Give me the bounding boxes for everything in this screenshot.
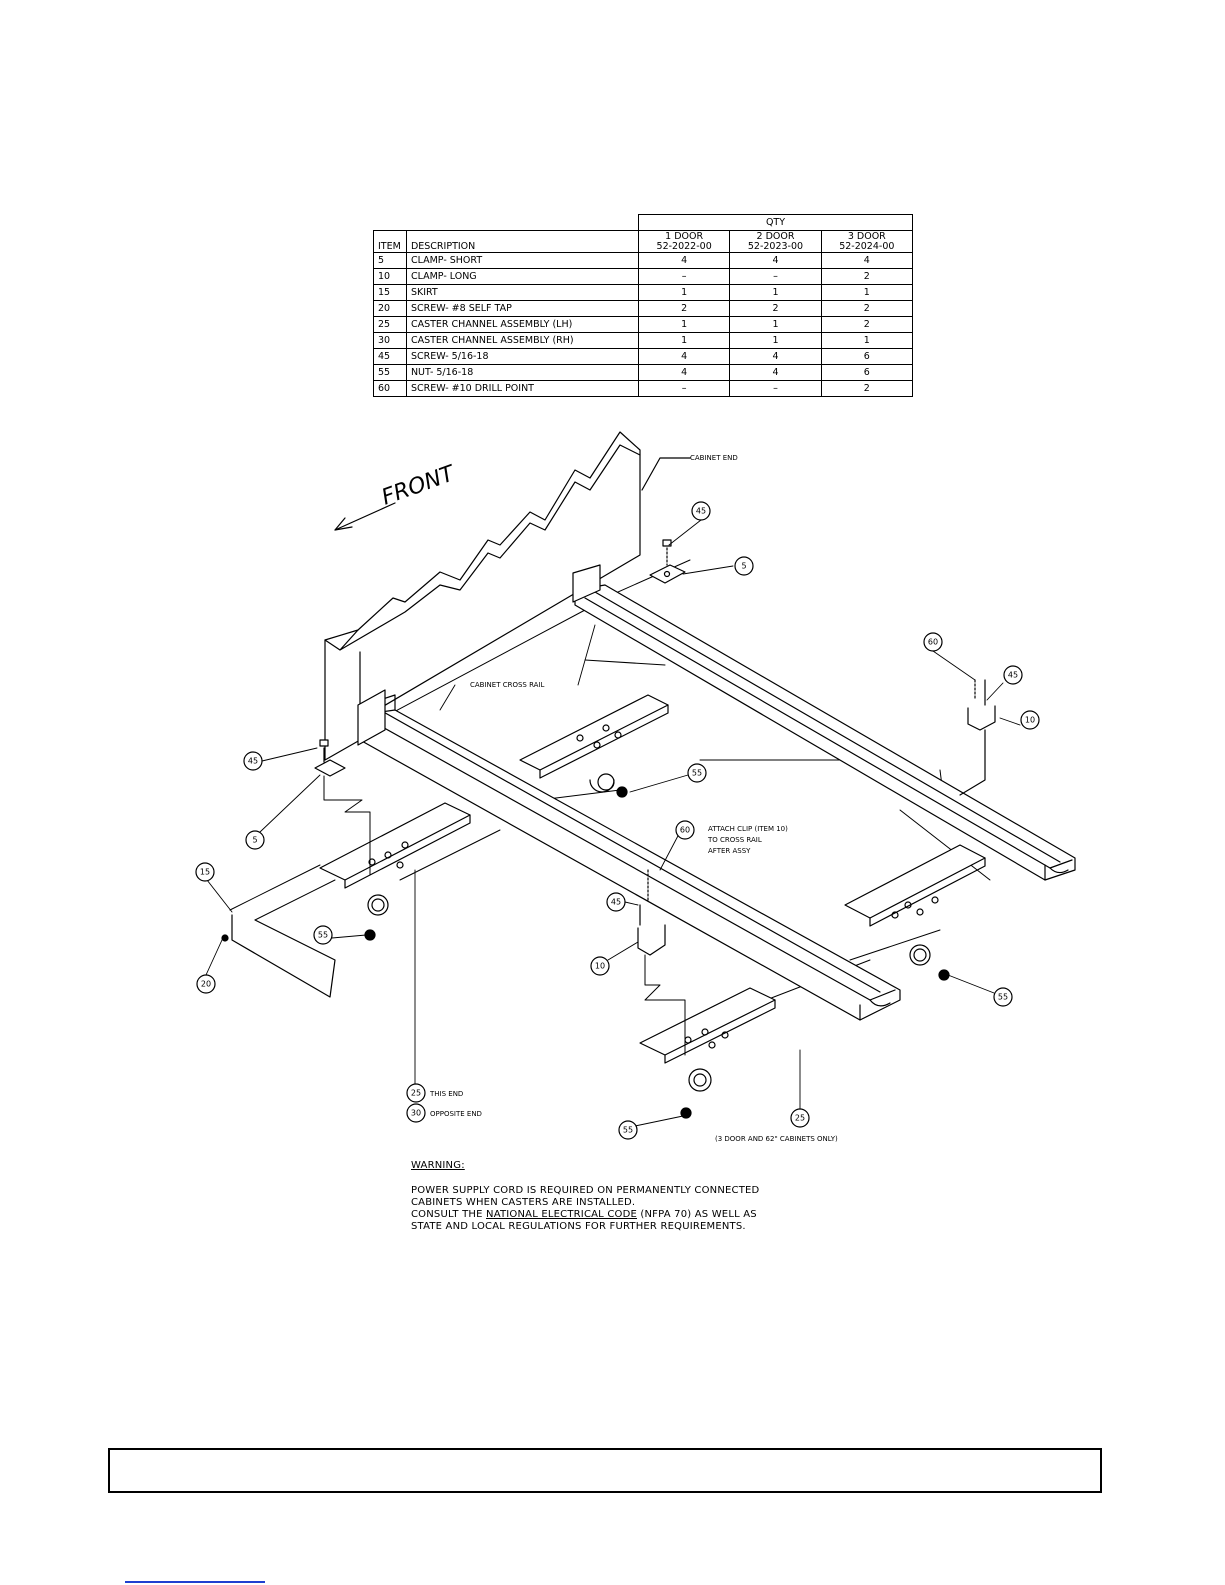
back-cross-rail [574, 584, 1076, 881]
attach-note-line-3: AFTER ASSY [708, 847, 751, 855]
cabinet-end-leader [641, 457, 691, 491]
clamp-short-front [314, 739, 371, 876]
caster-plate-front-right [639, 987, 776, 1092]
callout-circles [195, 501, 1040, 1140]
clamp-long-right [959, 679, 996, 796]
cabinet-end-label: CABINET END [690, 454, 738, 462]
caster-plate-right [844, 844, 986, 966]
footer-box [108, 1448, 1102, 1493]
callout-45: 45 [1008, 671, 1018, 680]
callout-60: 60 [680, 826, 690, 835]
attach-note-line-1: ATTACH CLIP (ITEM 10) [708, 825, 788, 833]
clamp-short-back [649, 539, 686, 584]
callout-10: 10 [1025, 716, 1035, 725]
back-rail-bracket [572, 564, 601, 603]
callout-60: 60 [928, 638, 938, 647]
callout-55: 55 [318, 931, 328, 940]
nut-55-right [938, 969, 950, 981]
nut-55-left [364, 929, 376, 941]
warning-line-1: POWER SUPPLY CORD IS REQUIRED ON PERMANE… [411, 1185, 760, 1196]
warning-block: WARNING: POWER SUPPLY CORD IS REQUIRED O… [411, 1160, 841, 1233]
callout-45: 45 [696, 507, 706, 516]
nut-55-front [680, 1107, 692, 1119]
callout-55: 55 [692, 769, 702, 778]
this-end-label: THIS END [429, 1090, 463, 1098]
callout-45: 45 [248, 757, 258, 766]
front-rail-bracket [357, 689, 386, 746]
front-arrow-head [334, 517, 353, 531]
warning-line-2: CABINETS WHEN CASTERS ARE INSTALLED. [411, 1197, 636, 1208]
clamp-long-center [637, 869, 686, 1056]
callout-45: 45 [611, 898, 621, 907]
caster-plate-left [319, 802, 471, 916]
nec-link-text: NATIONAL ELECTRICAL CODE [486, 1209, 638, 1220]
front-arrow-line [334, 502, 396, 531]
warning-line-3: CONSULT THE NATIONAL ELECTRICAL CODE (NF… [411, 1209, 757, 1220]
nut-55-center [616, 786, 628, 798]
skirt [231, 914, 336, 998]
screw-20 [221, 934, 229, 942]
warning-title: WARNING: [411, 1160, 465, 1171]
callout-20: 20 [201, 980, 211, 989]
attach-note-line-2: TO CROSS RAIL [707, 836, 762, 844]
callout-leaders [205, 519, 1021, 1127]
callout-25: 25 [411, 1089, 421, 1098]
callout-15: 15 [200, 868, 210, 877]
callout-10: 10 [595, 962, 605, 971]
callout-30: 30 [411, 1109, 421, 1118]
caster-plate-center [519, 694, 669, 793]
warning-line-4: STATE AND LOCAL REGULATIONS FOR FURTHER … [411, 1221, 746, 1232]
callout-5: 5 [741, 562, 746, 571]
cabinet-cross-rail-label: CABINET CROSS RAIL [470, 681, 545, 689]
callout-55: 55 [998, 993, 1008, 1002]
bottom-link-underline[interactable] [125, 1581, 265, 1583]
front-label: FRONT [379, 461, 460, 511]
base-outline [229, 559, 991, 1011]
callout-25: 25 [795, 1114, 805, 1123]
callout-55: 55 [623, 1126, 633, 1135]
callout-5: 5 [252, 836, 257, 845]
opposite-end-label: OPPOSITE END [430, 1110, 482, 1118]
three-door-note: (3 DOOR AND 62" CABINETS ONLY) [715, 1135, 838, 1143]
